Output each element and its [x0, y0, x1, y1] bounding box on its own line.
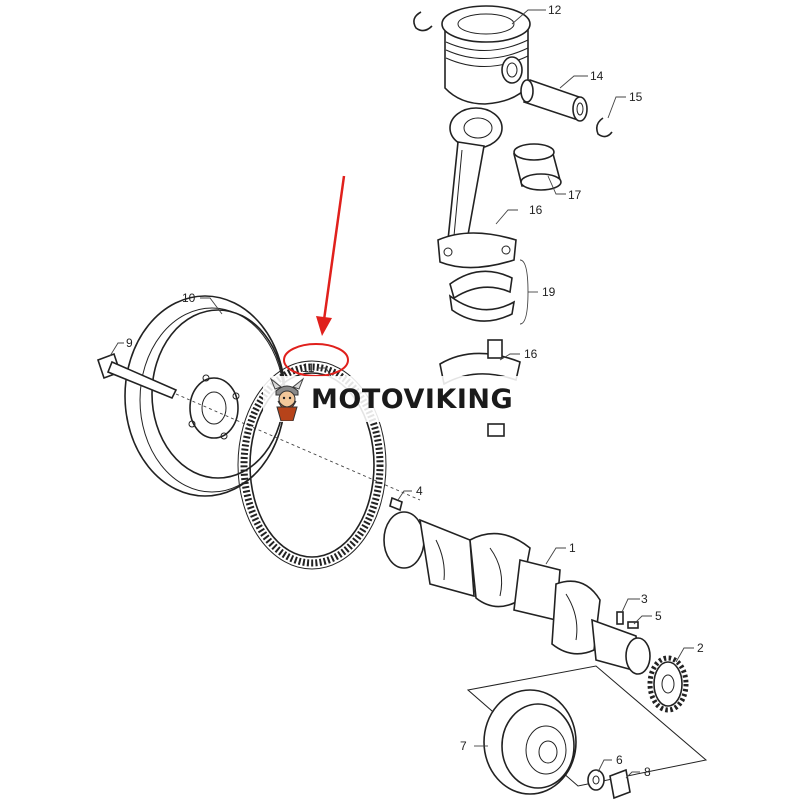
part-label-5: 5 — [655, 609, 662, 623]
crankshaft — [383, 511, 651, 675]
circlip-top — [413, 11, 433, 32]
dowel-pin — [389, 496, 403, 512]
part-label-16-lower: 16 — [524, 347, 538, 361]
viking-mascot-icon — [269, 377, 305, 421]
piston-pin — [520, 78, 588, 122]
part-label-10: 10 — [182, 291, 196, 305]
washer — [587, 769, 605, 791]
part-label-17: 17 — [568, 188, 582, 202]
part-label-15: 15 — [629, 90, 643, 104]
connecting-rod — [437, 107, 517, 269]
part-labels: 12 14 15 16 17 19 16 10 9 11 4 1 3 5 2 7… — [126, 3, 704, 779]
part-label-1: 1 — [569, 541, 576, 555]
circlip-pin — [596, 117, 613, 138]
flywheel-bolt — [96, 352, 421, 501]
crank-pin-5 — [627, 621, 639, 629]
leader-lines — [109, 9, 694, 779]
part-label-6: 6 — [616, 753, 623, 767]
highlight-circle — [283, 343, 349, 377]
crank-gear — [647, 655, 689, 713]
part-label-14: 14 — [590, 69, 604, 83]
pulley-bolt — [609, 768, 631, 800]
part-label-4: 4 — [416, 484, 423, 498]
part-label-19: 19 — [542, 285, 556, 299]
part-label-7: 7 — [460, 739, 467, 753]
crank-pulley — [483, 689, 577, 795]
part-label-11: 11 — [302, 361, 315, 375]
ring-gear — [237, 360, 387, 570]
part-label-2: 2 — [697, 641, 704, 655]
part-label-16-upper: 16 — [529, 203, 543, 217]
watermark-text: MOTOVIKING — [311, 383, 514, 415]
part-label-12: 12 — [548, 3, 562, 17]
woodruff-key — [616, 611, 624, 625]
small-end-bushing — [513, 143, 562, 191]
highlight-arrow — [316, 175, 346, 336]
part-label-3: 3 — [641, 592, 648, 606]
bearing-shells — [448, 270, 516, 322]
watermark: MOTOVIKING — [263, 376, 535, 422]
part-label-8: 8 — [644, 765, 651, 779]
part-label-9: 9 — [126, 336, 133, 350]
piston — [441, 5, 531, 105]
